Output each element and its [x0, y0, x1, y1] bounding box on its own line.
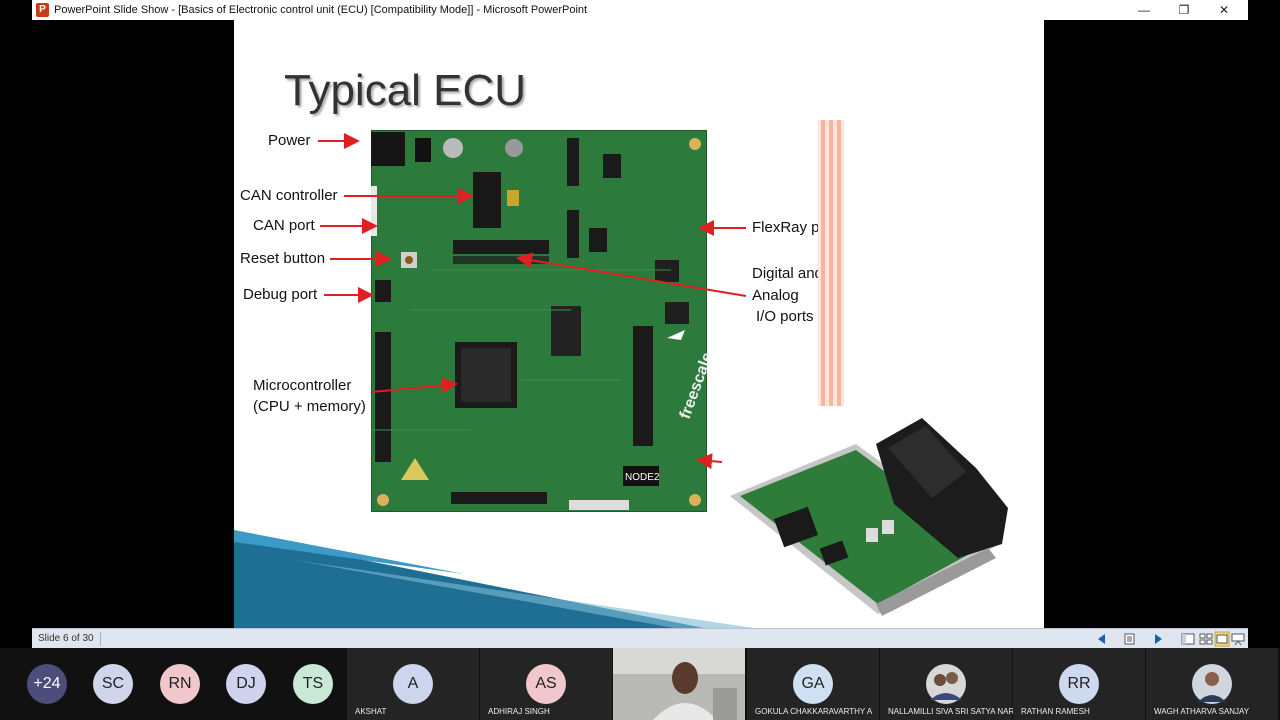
- label-debug-port: Debug port: [243, 286, 318, 303]
- slide-menu-icon[interactable]: [1122, 631, 1138, 647]
- participant-name: WAGH ATHARVA SANJAY: [1154, 707, 1250, 716]
- node-label: NODE2: [625, 472, 660, 483]
- status-divider: [100, 632, 101, 646]
- participant-avatar: RR: [1059, 664, 1099, 704]
- label-digital-and: Digital and: [752, 265, 823, 282]
- previous-slide-icon[interactable]: [1094, 631, 1110, 647]
- label-io-ports: I/O ports: [756, 308, 814, 325]
- participant-tile[interactable]: GA GOKULA CHAKKARAVARTHY A: [747, 648, 879, 720]
- next-slide-icon[interactable]: [1150, 631, 1166, 647]
- participant-tile[interactable]: WAGH ATHARVA SANJAY: [1146, 648, 1278, 720]
- minimize-button[interactable]: —: [1138, 3, 1150, 17]
- callout-arrows: [318, 133, 747, 470]
- participant-tile[interactable]: RR RATHAN RAMESH: [1013, 648, 1145, 720]
- reading-view-icon[interactable]: [1214, 631, 1230, 647]
- label-can-controller: CAN controller: [240, 187, 338, 204]
- participant-name: ADHIRAJ SINGH: [488, 707, 550, 716]
- label-microcontroller: Microcontroller: [253, 377, 352, 394]
- label-cpu-memory: (CPU + memory): [253, 398, 366, 415]
- slide-sorter-icon[interactable]: [1198, 631, 1214, 647]
- participant-avatar[interactable]: TS: [293, 664, 333, 704]
- label-can-port: CAN port: [253, 217, 315, 234]
- slide-title: Typical ECU: [284, 66, 527, 115]
- slide-canvas: Typical ECU NODE2 freescale: [234, 20, 1044, 628]
- participant-avatar[interactable]: SC: [93, 664, 133, 704]
- participant-avatar[interactable]: RN: [160, 664, 200, 704]
- label-analog: Analog: [752, 287, 799, 304]
- participant-photo-avatar: [1192, 664, 1232, 704]
- arrow-node: [696, 453, 723, 470]
- participant-tile[interactable]: A AKSHAT: [347, 648, 479, 720]
- label-power: Power: [268, 132, 311, 149]
- participant-avatar: GA: [793, 664, 833, 704]
- participant-video-tile[interactable]: [613, 648, 745, 720]
- window-title: PowerPoint Slide Show - [Basics of Elect…: [54, 4, 588, 16]
- label-reset-button: Reset button: [240, 250, 326, 267]
- slide-show-icon[interactable]: [1230, 631, 1246, 647]
- arrow-microcontroller: [371, 377, 458, 394]
- participant-photo-avatar: [926, 664, 966, 704]
- powerpoint-app-icon[interactable]: P: [36, 3, 49, 17]
- participant-name: RATHAN RAMESH: [1021, 707, 1090, 716]
- participant-name: GOKULA CHAKKARAVARTHY A: [755, 707, 873, 716]
- participant-name: NALLAMILLI SIVA SRI SATYA NARA...: [888, 707, 1027, 716]
- participant-name: AKSHAT: [355, 707, 387, 716]
- normal-view-icon[interactable]: [1180, 631, 1196, 647]
- label-flexray-port: FlexRay port: [752, 219, 838, 236]
- participant-avatar[interactable]: DJ: [226, 664, 266, 704]
- participants-strip: +24 SC RN DJ TS A AKSHAT AS ADHIRAJ SING…: [0, 648, 1280, 720]
- arrow-io-ports: [516, 252, 747, 297]
- participant-avatar: AS: [526, 664, 566, 704]
- close-button[interactable]: ✕: [1218, 3, 1230, 17]
- overflow-participants-count[interactable]: +24: [27, 664, 67, 704]
- title-bar: P PowerPoint Slide Show - [Basics of Ele…: [32, 0, 1248, 20]
- restore-button[interactable]: ❐: [1178, 3, 1190, 17]
- pcb-board-image: NODE2 freescale: [371, 130, 707, 512]
- participant-video: [613, 648, 745, 720]
- decorative-rails: [818, 120, 844, 406]
- slide-counter: Slide 6 of 30: [38, 633, 94, 644]
- participant-tile[interactable]: NALLAMILLI SIVA SRI SATYA NARA...: [880, 648, 1026, 720]
- participant-tile[interactable]: AS ADHIRAJ SINGH: [480, 648, 612, 720]
- status-bar: Slide 6 of 30: [32, 628, 1248, 648]
- slide-decoration: [234, 530, 754, 628]
- automotive-ecu-image: [730, 418, 1008, 616]
- participant-avatar: A: [393, 664, 433, 704]
